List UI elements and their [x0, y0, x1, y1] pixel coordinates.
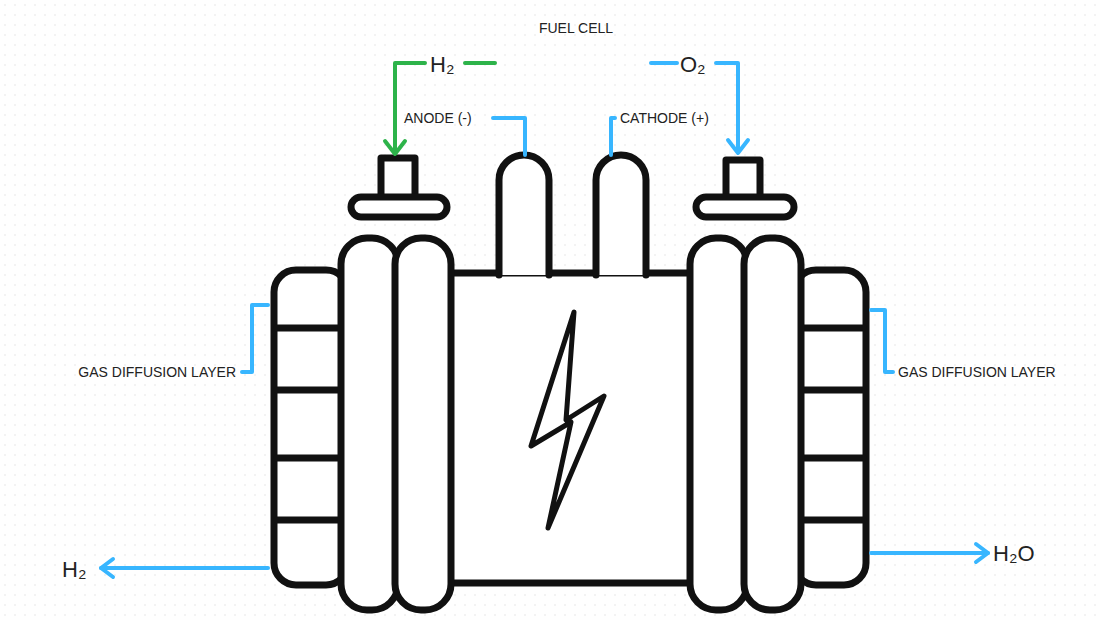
part-label: GAS DIFFUSION LAYER	[78, 364, 236, 380]
cell-body	[448, 273, 692, 583]
arrow-head	[976, 544, 988, 562]
hydrogen-inlet-flange	[351, 197, 447, 217]
anode-plate	[341, 238, 398, 610]
chemical-formula-text: O₂	[680, 52, 706, 77]
fin-line	[277, 517, 345, 524]
lightning-bolt	[531, 312, 604, 528]
diagram-title-text: FUEL CELL	[539, 20, 613, 36]
fin-line	[797, 387, 863, 394]
hydrogen-supply-line	[395, 63, 425, 153]
cathode-plate	[744, 238, 801, 610]
cathode-plate	[690, 238, 747, 610]
chemical-formula-text: H₂	[430, 52, 454, 77]
part-label: GAS DIFFUSION LAYER	[898, 364, 1056, 380]
fin-line	[797, 455, 863, 462]
leader-line	[493, 118, 525, 155]
water-outlet-arrow	[871, 551, 988, 555]
diagram-title: FUEL CELL	[539, 20, 613, 36]
arrow-head	[385, 141, 405, 154]
fin-line	[797, 325, 863, 332]
arrow-head	[101, 559, 113, 577]
gas-diffusion-layer	[274, 270, 348, 585]
chemical-formula-text: H₂	[62, 557, 86, 582]
gas-diffusion-layer	[794, 270, 866, 585]
fin-line	[277, 387, 345, 394]
part-label-text: GAS DIFFUSION LAYER	[78, 364, 236, 380]
terminal-label-text: CATHODE (+)	[620, 110, 709, 126]
chemical-formula: H₂	[62, 557, 86, 582]
leader-line	[242, 305, 268, 372]
anode-plate	[395, 238, 451, 610]
terminal-label: ANODE (-)	[404, 110, 472, 126]
hydrogen-supply-line	[465, 61, 495, 65]
chemical-formula-text: H₂O	[993, 541, 1035, 566]
fin-line	[797, 517, 863, 524]
anode-terminal	[499, 155, 549, 275]
leader-line	[871, 310, 893, 372]
terminal-label-text: ANODE (-)	[404, 110, 472, 126]
part-label-text: GAS DIFFUSION LAYER	[898, 364, 1056, 380]
oxygen-supply-line	[651, 61, 677, 65]
fin-line	[277, 325, 345, 332]
leader-line	[611, 118, 615, 155]
arrow-head	[728, 140, 748, 153]
hydrogen-outlet-arrow	[101, 566, 268, 570]
chemical-formula: H₂O	[993, 541, 1035, 566]
chemical-formula: O₂	[680, 52, 706, 77]
cathode-terminal	[596, 155, 646, 275]
terminal-label: CATHODE (+)	[620, 110, 709, 126]
fin-line	[277, 455, 345, 462]
oxygen-inlet-flange	[696, 197, 794, 217]
chemical-formula: H₂	[430, 52, 454, 77]
